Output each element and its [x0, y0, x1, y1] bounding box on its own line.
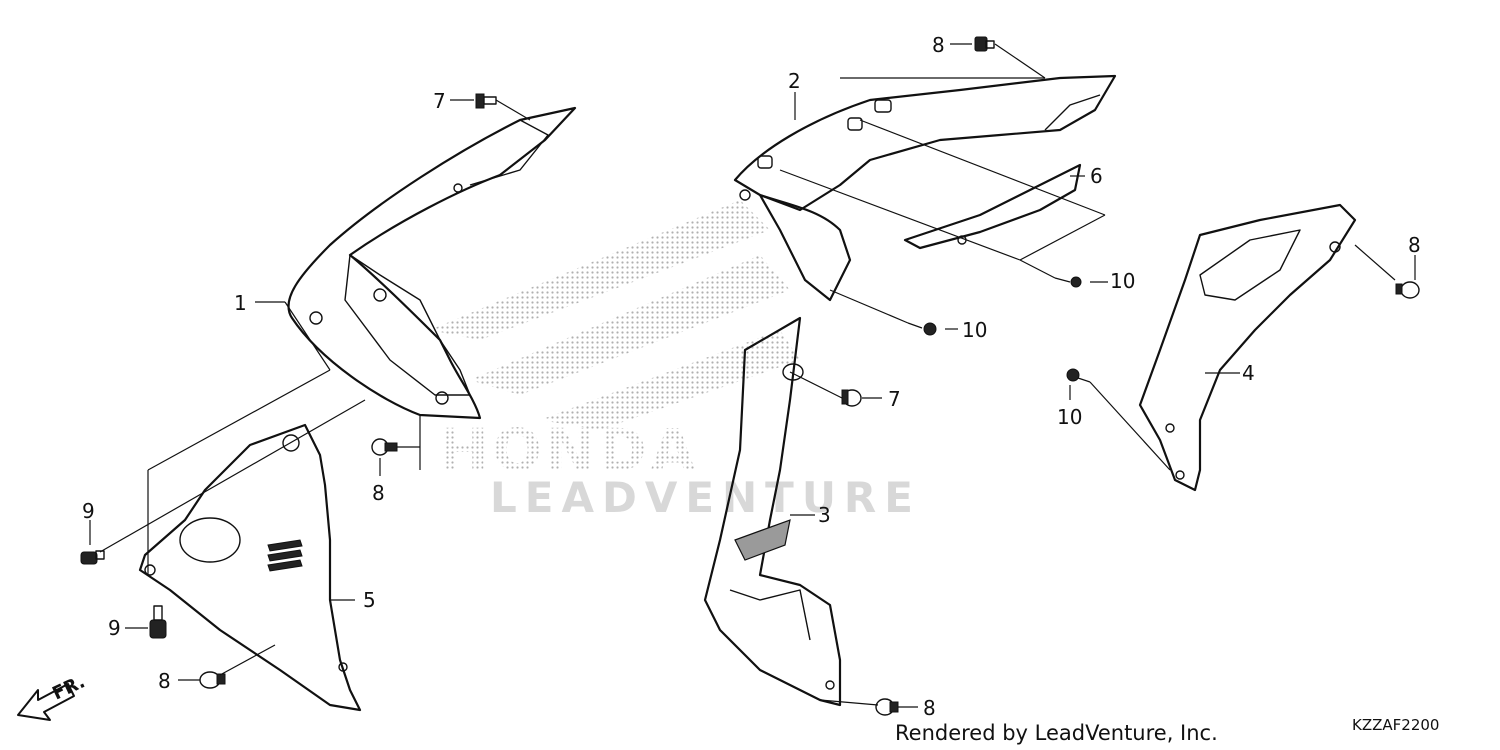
callout-part-5: 5 — [363, 588, 376, 612]
callouts: 1 2 3 4 5 6 7 7 8 8 8 8 8 9 9 10 10 10 — [82, 33, 1421, 720]
callout-part-2: 2 — [788, 69, 801, 93]
bolt-8-center — [371, 438, 398, 456]
bolt-8-top — [974, 36, 995, 52]
callout-clip-9-lower: 9 — [108, 616, 121, 640]
part-6-panel — [903, 163, 1082, 250]
callout-screw-10-b: 10 — [962, 318, 987, 342]
callout-clip-9-upper: 9 — [82, 499, 95, 523]
clip-9-lower — [149, 605, 167, 639]
watermark-dealer: LEADVENTURE — [490, 473, 921, 522]
screw-10-a — [1054, 276, 1082, 288]
wing-logo — [430, 200, 800, 430]
fasteners — [80, 36, 1420, 716]
front-arrow-icon — [17, 683, 75, 721]
callout-screw-7-mid: 7 — [888, 387, 901, 411]
clip-9-upper — [80, 550, 105, 565]
part-3-shroud — [703, 316, 842, 707]
part-1-shroud — [287, 106, 577, 420]
diagram-code: KZZAF2200 — [1352, 716, 1439, 734]
watermark: HONDA LEADVENTURE — [430, 200, 921, 522]
part-2-shroud — [733, 74, 1117, 302]
bolt-8-right — [1395, 281, 1420, 299]
callout-bolt-8-center: 8 — [372, 481, 385, 505]
watermark-brand: HONDA — [440, 416, 699, 484]
part-4-shroud — [1138, 203, 1357, 492]
callout-screw-7-top: 7 — [433, 89, 446, 113]
callout-bolt-8-right: 8 — [1408, 233, 1421, 257]
callout-screw-10-c: 10 — [1057, 405, 1082, 429]
front-direction-indicator: FR. — [17, 671, 88, 721]
callout-part-3: 3 — [818, 503, 831, 527]
callout-screw-10-a: 10 — [1110, 269, 1135, 293]
rendered-by-credit: Rendered by LeadVenture, Inc. — [895, 721, 1218, 745]
screw-7-top — [475, 93, 497, 109]
leader-lines — [89, 43, 1416, 708]
callout-bolt-8-bottom-mid: 8 — [923, 696, 936, 720]
callout-bolt-8-top: 8 — [932, 33, 945, 57]
callout-part-1: 1 — [234, 291, 247, 315]
screw-10-b — [907, 322, 937, 336]
callout-part-4: 4 — [1242, 361, 1255, 385]
callout-bolt-8-bottom-left: 8 — [158, 669, 171, 693]
screw-7-mid — [841, 389, 862, 407]
callout-part-6: 6 — [1090, 164, 1103, 188]
part-5-shroud — [138, 423, 362, 712]
bolt-8-bottom-mid — [875, 698, 899, 716]
screw-10-c — [1066, 368, 1091, 383]
